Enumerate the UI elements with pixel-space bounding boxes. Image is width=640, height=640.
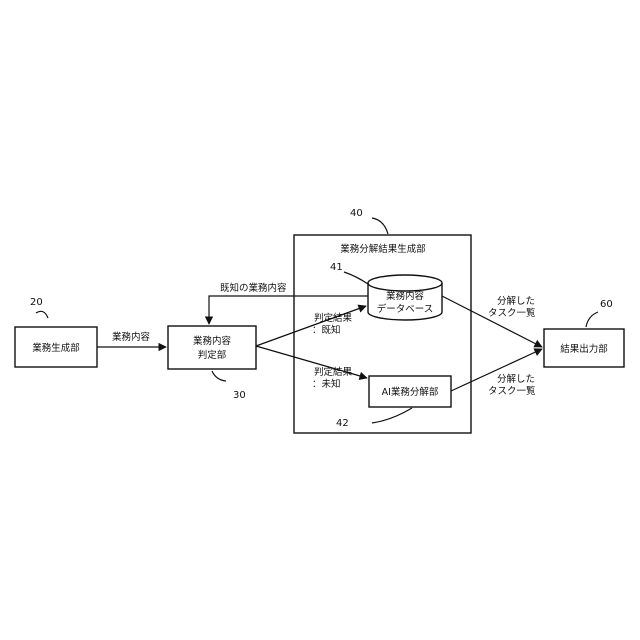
database-label-line2: データベース <box>377 303 434 315</box>
edge-judge-unknown-line2: ：未知 <box>312 378 341 390</box>
ai-decomposer-ref: 42 <box>336 418 349 429</box>
database-label-line1: 業務内容 <box>386 290 425 302</box>
edge-db-out-line2: タスク一覧 <box>488 307 536 319</box>
generator-ref: 20 <box>30 297 43 308</box>
edge-judge-unknown-line1: 判定結果 <box>314 366 353 378</box>
output-ref: 60 <box>600 299 613 310</box>
result-generator-ref-leader <box>372 218 388 234</box>
ai-decomposer-label: AI業務分解部 <box>382 386 439 398</box>
generator-block: 業務生成部 <box>15 327 97 367</box>
judge-block: 業務内容 判定部 <box>168 326 256 369</box>
edge-known-task-content-label: 既知の業務内容 <box>220 282 287 294</box>
edge-judge-known-line2: ：既知 <box>312 324 341 336</box>
result-generator-ref: 40 <box>350 208 363 219</box>
edge-task-content-label: 業務内容 <box>112 331 151 343</box>
generator-label: 業務生成部 <box>32 342 80 354</box>
result-generator-label: 業務分解結果生成部 <box>340 243 426 255</box>
judge-label-line1: 業務内容 <box>193 335 232 347</box>
judge-label-line2: 判定部 <box>198 349 227 361</box>
judge-ref-leader <box>212 371 226 381</box>
edge-ai-out-line1: 分解した <box>497 373 535 385</box>
judge-ref: 30 <box>233 390 246 401</box>
database-ref: 41 <box>330 262 343 273</box>
output-ref-leader <box>586 312 598 327</box>
edge-db-out-line1: 分解した <box>497 295 535 307</box>
output-label: 結果出力部 <box>560 343 608 355</box>
output-block: 結果出力部 <box>544 329 624 367</box>
database-block: 業務内容 データベース <box>368 275 442 320</box>
edge-ai-out-line2: タスク一覧 <box>488 385 536 397</box>
ai-decomposer-block: AI業務分解部 <box>369 376 451 407</box>
edge-judge-known-line1: 判定結果 <box>314 312 353 324</box>
generator-ref-leader <box>36 311 48 318</box>
